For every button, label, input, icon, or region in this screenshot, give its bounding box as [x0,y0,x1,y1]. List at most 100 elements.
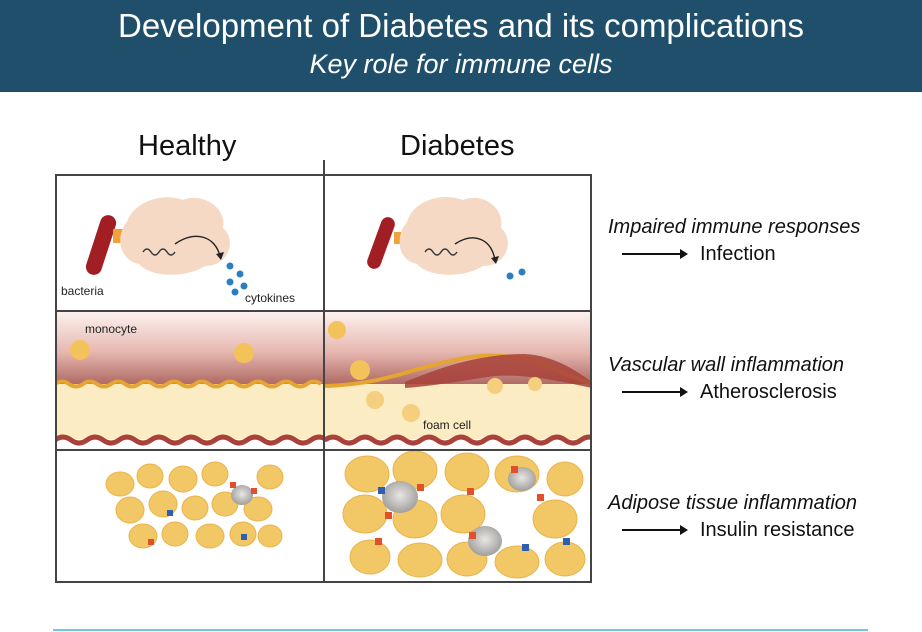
row-vascular-wall: monocyte foam cell [55,312,592,446]
adipocyte [494,545,540,579]
adipocyte [105,471,135,497]
transcription-arrow [174,235,221,257]
diabetes-immune-cell-illustration [367,196,526,280]
vessel-intima [55,384,323,439]
immune-cell-marker [167,510,173,516]
adipocyte [195,523,225,549]
outcome-cause: Adipose tissue inflammation [608,492,858,514]
cytokine [226,278,234,286]
adipocyte [444,452,490,492]
row-adipose-tissue [105,450,586,579]
inflammatory-marker [375,538,382,545]
adipocyte [349,539,391,575]
adipocyte [397,542,443,578]
bacterium [367,217,395,269]
macrophage [231,485,253,505]
right-arrow-icon [622,249,688,259]
inflammatory-marker [469,532,476,539]
macrophage [468,526,502,556]
smooth-muscle-layer [323,434,592,446]
footer-divider [53,629,868,631]
healthy-adipose-tissue [105,461,284,549]
monocyte [70,340,90,360]
healthy-immune-cell-illustration: bacteria cytokines [61,197,295,305]
immune-cell-marker [522,544,529,551]
page-subtitle: Key role for immune cells [309,49,613,79]
adipocyte [161,521,189,547]
adipocyte [201,461,229,487]
monocyte [328,321,346,339]
cytokine [236,270,244,278]
adipocyte [243,496,273,522]
right-arrow-icon [622,525,688,535]
title-banner: Development of Diabetes and its complica… [0,0,922,92]
row-immune-response: bacteria cytokines [61,196,526,305]
dna-strand [142,248,176,256]
adipocyte [256,464,284,490]
cytokine [506,272,514,280]
column-heading-healthy: Healthy [138,130,237,162]
label-cytokines: cytokines [245,291,295,305]
adipocyte [342,494,388,534]
transcription-arrow [454,237,496,261]
adipocyte [115,496,145,524]
inflammatory-marker [467,488,474,495]
dna-strand [424,248,458,256]
immune-cell [399,196,508,275]
foam-cell [366,391,384,409]
adipocyte [257,524,283,548]
outcome-adipose: Adipose tissue inflammation Insulin resi… [608,492,857,542]
cytokine [231,288,239,296]
immune-cell-marker [378,487,385,494]
adipocyte [544,541,586,577]
adipocyte [440,494,486,534]
adipocyte [168,465,198,493]
immune-cell-marker [563,538,570,545]
cytokine [226,262,234,270]
endothelium [55,379,323,389]
inflammatory-marker [385,512,392,519]
foam-cell [528,377,542,391]
inflammatory-marker [148,539,154,545]
label-monocyte: monocyte [85,322,137,336]
arrowhead [216,252,224,260]
inflammatory-marker [511,466,518,473]
inflammatory-marker [537,494,544,501]
cytokine [240,282,248,290]
outcome-cause: Vascular wall inflammation [608,354,845,376]
arrowhead [491,256,499,264]
column-divider-tick [323,160,325,175]
comparison-diagram: bacteria cytokines monocyte [55,174,592,583]
monocyte [350,360,370,380]
outcome-cause: Impaired immune responses [608,216,861,238]
right-arrow-icon [622,387,688,397]
inflammatory-marker [230,482,236,488]
outcome-effect: Insulin resistance [700,519,855,541]
inflammatory-marker [417,484,424,491]
foam-cell [487,378,503,394]
monocyte [234,343,254,363]
inflammatory-marker [251,488,257,494]
cytokine [518,268,526,276]
vessel-lumen [55,312,323,384]
smooth-muscle-layer [55,434,329,446]
outcome-effect: Infection [700,243,776,265]
adipocyte [532,499,578,539]
outcome-vascular: Vascular wall inflammation Atheroscleros… [608,354,844,404]
plaque [405,354,592,388]
immune-cell-marker [241,534,247,540]
outcome-immune: Impaired immune responses Infection [608,216,860,266]
bacterium [85,215,117,275]
label-foam-cell: foam cell [423,418,471,432]
label-bacteria: bacteria [61,284,104,298]
page-title: Development of Diabetes and its complica… [117,7,805,44]
immune-cell [120,197,230,275]
foam-cell [402,404,420,422]
adipocyte [546,461,584,497]
adipocyte [136,463,164,489]
macrophage [382,481,418,513]
adipocyte [181,495,209,521]
adipocyte [344,455,390,493]
outcome-effect: Atherosclerosis [700,381,837,403]
diabetes-adipose-tissue [342,450,586,579]
